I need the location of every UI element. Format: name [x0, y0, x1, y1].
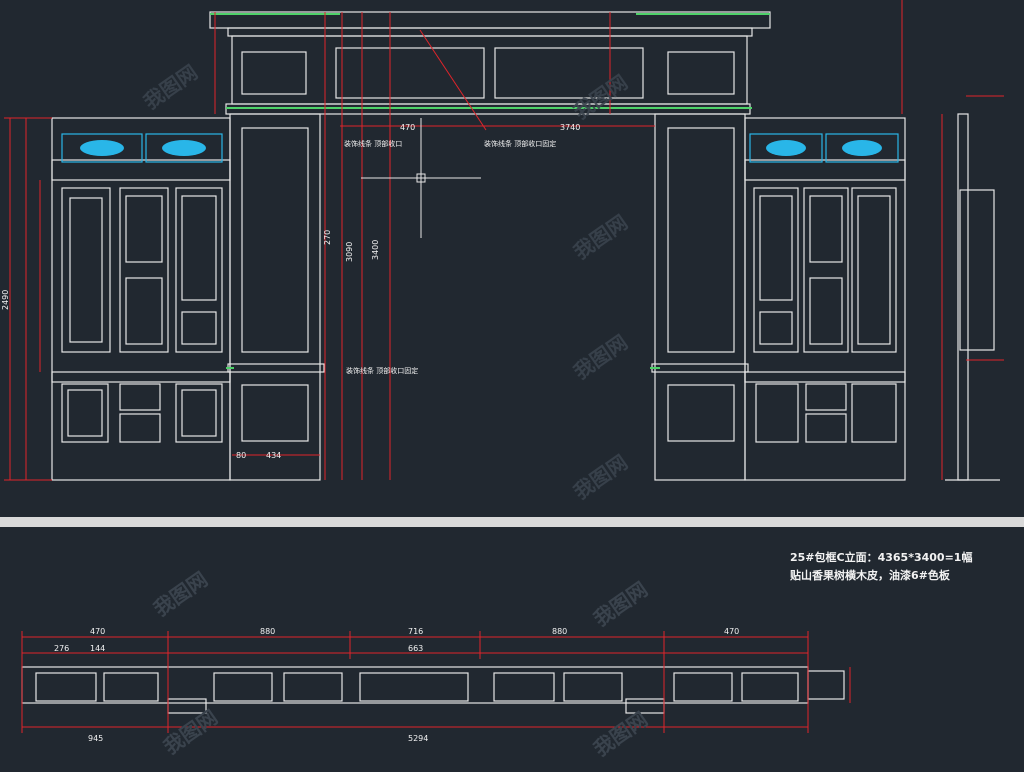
right-drawer-3 — [851, 383, 897, 443]
right-door-2-lower — [809, 277, 843, 345]
left-door-1 — [61, 187, 111, 353]
plan-dim-seg-3: 716 — [408, 627, 423, 636]
left-door-2-upper — [125, 195, 163, 263]
drawing-title-1: 25#包框C立面：4365*3400=1幅 — [790, 551, 973, 564]
dim-door-panel: 434 — [266, 451, 281, 460]
svg-text:我图网: 我图网 — [589, 707, 652, 761]
plan-dim-seg-5: 470 — [724, 627, 739, 636]
plan-dim-total: 5294 — [408, 734, 428, 743]
svg-text:我图网: 我图网 — [139, 60, 202, 114]
dim-inner-height: 3090 — [345, 242, 354, 262]
plan-dimension-lines — [21, 631, 851, 733]
right-door-1 — [753, 187, 799, 353]
svg-text:我图网: 我图网 — [569, 330, 632, 384]
plan-drawing: 470 880 716 880 470 276 144 663 945 5294… — [21, 567, 851, 761]
drawing-title-2: 贴山香果树横木皮，油漆6#色板 — [790, 569, 950, 582]
cad-crosshair — [361, 118, 481, 238]
right-drawer-1 — [755, 383, 799, 443]
view-divider — [0, 517, 1024, 527]
plan-dim-left: 945 — [88, 734, 103, 743]
right-pier-panel-upper — [667, 127, 735, 353]
plan-dim-seg-4: 880 — [552, 627, 567, 636]
left-drawer-1 — [61, 383, 109, 443]
note-mid: 装饰线条 顶部收口固定 — [346, 366, 418, 375]
right-drawer-2b — [805, 413, 847, 443]
plan-dim-sub-a: 276 — [54, 644, 69, 653]
left-cabinet-rail — [51, 371, 231, 383]
dim-beam-top: 270 — [323, 230, 332, 245]
right-drawer-2a — [805, 383, 847, 411]
side-section-body — [959, 189, 995, 351]
beam-panel-2 — [335, 47, 485, 99]
right-door-3 — [851, 187, 897, 353]
left-pier — [229, 113, 321, 481]
svg-text:我图网: 我图网 — [569, 70, 632, 124]
left-cabinet — [51, 117, 231, 481]
left-door-1-inner — [69, 197, 103, 343]
right-cabinet-rail — [744, 371, 906, 383]
right-cabinet — [744, 117, 906, 481]
elevation-drawing: 3400 3090 2490 270 470 3740 434 80 装饰线条 … — [1, 0, 1004, 504]
left-drawer-3-inner — [181, 389, 217, 437]
elevation-panel: 3400 3090 2490 270 470 3740 434 80 装饰线条 … — [1, 0, 1004, 505]
beam-panel-1 — [241, 51, 307, 95]
carving-ornaments — [61, 133, 899, 163]
plan-panel: 25#包框C立面：4365*3400=1幅 贴山香果树横木皮，油漆6#色板 — [0, 527, 1024, 768]
plan-dim-sub-b: 144 — [90, 644, 105, 653]
right-door-1-lower — [759, 311, 793, 345]
note-center: 装饰线条 顶部收口固定 — [484, 139, 556, 148]
right-door-1-upper — [759, 195, 793, 301]
carving-left-2 — [145, 133, 223, 163]
svg-text:我图网: 我图网 — [589, 577, 652, 631]
left-door-2 — [119, 187, 169, 353]
top-fascia — [227, 27, 753, 37]
plan-outline — [21, 666, 845, 714]
note-left: 装饰线条 顶部收口 — [344, 139, 402, 148]
left-pier-rail — [227, 363, 325, 373]
left-door-3-upper — [181, 195, 217, 301]
left-door-3 — [175, 187, 223, 353]
carving-right-2 — [825, 133, 899, 163]
left-pier-panel-upper — [241, 127, 309, 353]
right-pier-rail — [651, 363, 749, 373]
left-pier-panel-lower — [241, 384, 309, 442]
left-door-3-lower — [181, 311, 217, 345]
beam-panel-4 — [667, 51, 735, 95]
dim-side-height: 2490 — [1, 290, 10, 310]
left-drawer-2a — [119, 383, 161, 411]
plan-dimension-labels: 470 880 716 880 470 276 144 663 945 5294 — [54, 627, 739, 743]
carving-left-1 — [61, 133, 143, 163]
right-cabinet-frieze — [744, 159, 906, 181]
svg-text:我图网: 我图网 — [569, 210, 632, 264]
dim-arch-right: 3740 — [560, 123, 580, 132]
left-cabinet-frieze — [51, 159, 231, 181]
left-drawer-3 — [175, 383, 223, 443]
svg-text:我图网: 我图网 — [569, 450, 632, 504]
svg-text:我图网: 我图网 — [149, 567, 212, 621]
carving-right-1 — [749, 133, 823, 163]
plan-watermarks: 我图网 我图网 我图网 我图网 — [149, 567, 652, 761]
plan-dim-seg-1: 470 — [90, 627, 105, 636]
watermarks: 我图网 我图网 我图网 我图网 我图网 — [139, 60, 632, 504]
right-door-2 — [803, 187, 849, 353]
plan-dim-seg-2: 880 — [260, 627, 275, 636]
left-drawer-2b — [119, 413, 161, 443]
beam-panel-3 — [494, 47, 644, 99]
left-drawer-1-inner — [67, 389, 103, 437]
dim-arch-left: 470 — [400, 123, 415, 132]
left-door-2-lower — [125, 277, 163, 345]
dim-overall-height: 3400 — [371, 240, 380, 260]
green-mouldings — [210, 13, 770, 369]
dimension-lines — [4, 0, 1004, 481]
right-door-3-inner — [857, 195, 891, 345]
plan-dim-sub-c: 663 — [408, 644, 423, 653]
dim-door-offset: 80 — [236, 451, 246, 460]
right-pier-panel-lower — [667, 384, 735, 442]
right-door-2-upper — [809, 195, 843, 263]
